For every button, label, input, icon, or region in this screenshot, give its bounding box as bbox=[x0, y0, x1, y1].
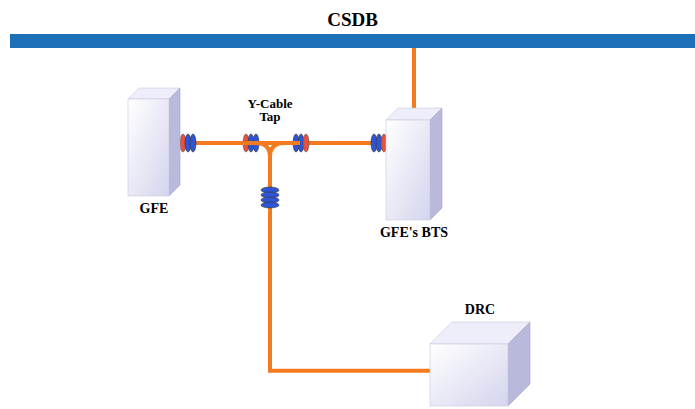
y-cable-tap: Y-Cable Tap bbox=[240, 128, 300, 160]
data-bus-band: CSDB bbox=[10, 34, 695, 48]
unit-box-outline bbox=[430, 322, 530, 406]
node-label: DRC bbox=[465, 303, 495, 318]
data-bus-band-outline bbox=[10, 34, 695, 48]
node-label: Y-Cable Tap bbox=[238, 97, 302, 124]
unit-box: DRC bbox=[430, 322, 530, 406]
plug-gfe bbox=[180, 134, 196, 152]
cable bbox=[412, 48, 416, 108]
unit-box-outline bbox=[128, 88, 180, 196]
plug-bts bbox=[371, 134, 387, 152]
unit-box-outline bbox=[386, 108, 442, 220]
y-cable-tap-outline bbox=[240, 128, 300, 160]
node-label: CSDB bbox=[327, 10, 378, 30]
node-label: GFE's BTS bbox=[380, 226, 448, 241]
node-label: GFE bbox=[140, 202, 169, 217]
unit-box: GFE bbox=[128, 88, 180, 196]
unit-box: GFE's BTS bbox=[386, 108, 442, 220]
plug-tap-bottom bbox=[261, 187, 279, 208]
